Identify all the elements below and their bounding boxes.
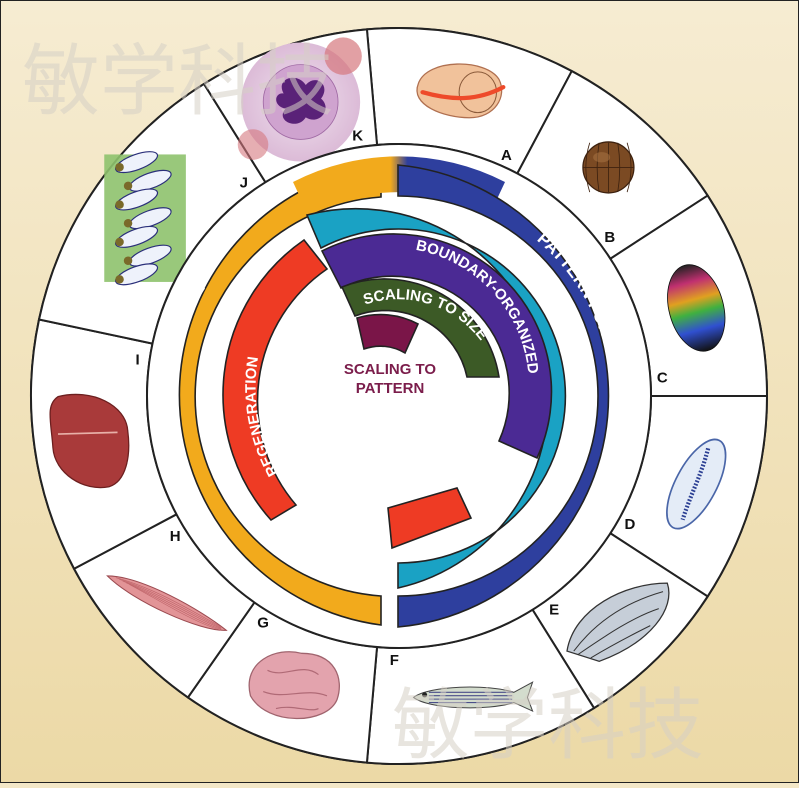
segment-letter-f: F (390, 652, 399, 669)
segment-i: I (30, 318, 178, 571)
scaling-to-pattern-wedge (356, 313, 420, 355)
segment-j: J (37, 82, 267, 345)
embryo-icon (416, 63, 506, 119)
blastoderm-icon (666, 438, 727, 530)
regeneration-arc-lower (387, 487, 473, 550)
boundary-organized-arc (320, 233, 553, 460)
neutrophil-cell-icon (237, 37, 362, 162)
segment-letter-d: D (624, 516, 635, 533)
segment-letter-j: J (240, 174, 248, 191)
scaling-to-size-arc (340, 278, 500, 378)
segment-letter-e: E (549, 602, 559, 619)
center-label-line1: SCALING TO (344, 361, 437, 378)
segment-h: H (72, 512, 256, 699)
watermark-top: 敏学科技 (22, 37, 334, 127)
self-organization-arc (305, 207, 567, 590)
outer-segment-ring: A B C D E F G H I J K (30, 27, 769, 765)
pattern-formation-arc (397, 164, 610, 628)
segment-letter-b: B (604, 229, 615, 246)
segment-e: E (531, 531, 710, 710)
segment-letter-a: A (501, 147, 512, 164)
center-label-line2: PATTERN (356, 380, 425, 397)
segment-letter-g: G (257, 614, 269, 631)
watermark-bottom: 敏学科技 (392, 681, 704, 771)
regeneration-arc (222, 238, 329, 522)
insect-wing-icon (566, 582, 670, 662)
segment-letter-k: K (352, 127, 363, 144)
segment-c: C (608, 194, 769, 397)
zebrafish-icon (412, 681, 534, 713)
gradient-egg-icon (667, 264, 726, 352)
segment-k: K (202, 28, 379, 184)
morula-icon (582, 141, 635, 194)
segment-letter-h: H (170, 528, 181, 545)
muscle-icon (106, 575, 228, 631)
liver-icon (49, 393, 130, 489)
brain-icon (248, 651, 340, 720)
segment-letter-c: C (657, 370, 668, 387)
segment-letter-i: I (135, 351, 139, 368)
segment-d: D (608, 395, 769, 598)
segment-a: A (365, 27, 574, 175)
epithelium-icon (104, 151, 186, 286)
